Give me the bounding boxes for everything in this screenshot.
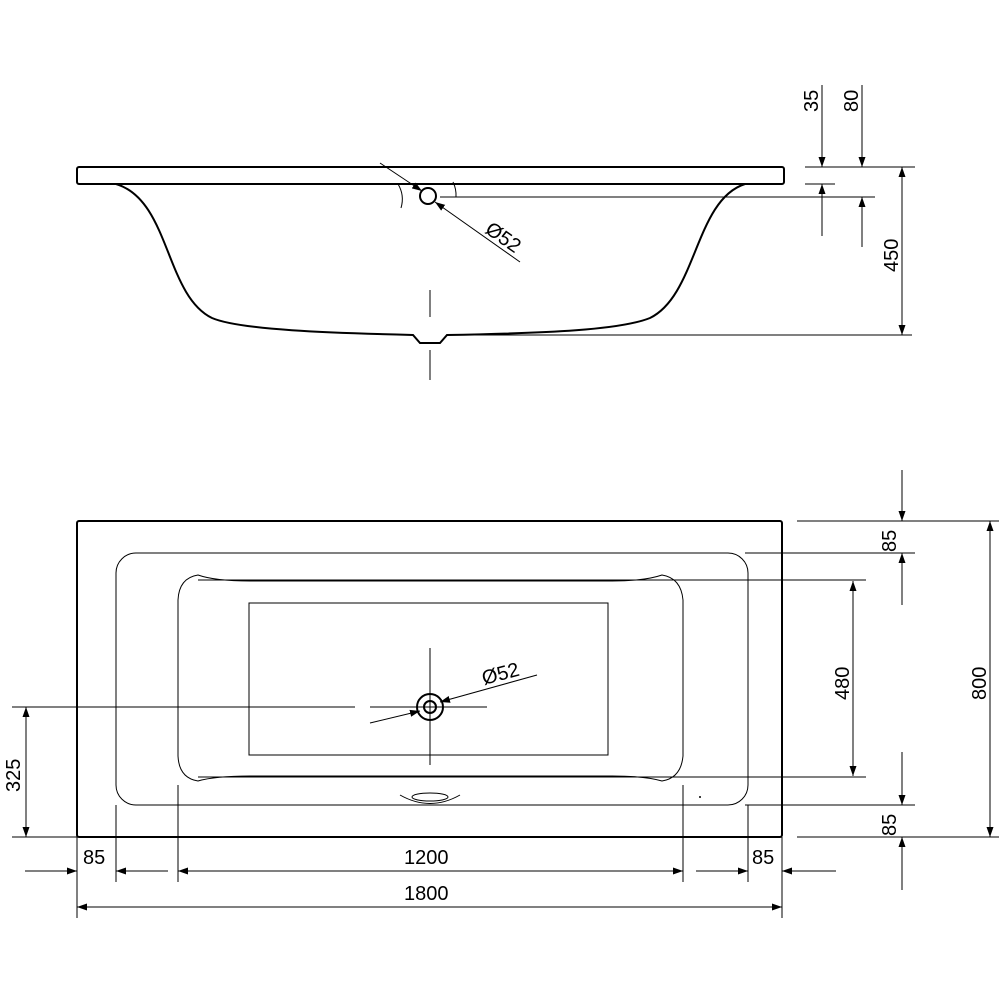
dim-80-label: 80 [841,90,863,112]
tub-outer-outline [76,520,783,838]
dimension-450: 450 [447,167,912,336]
dimension-1200: 1200 [178,847,683,875]
dimension-325: 325 [3,706,355,838]
dim-800-label: 800 [969,667,991,700]
dim-85-bottom-label: 85 [879,814,901,836]
overflow-opening [399,792,461,804]
top-view: Ø52 85 480 85 [3,470,999,918]
dim-85-left-label: 85 [83,847,105,869]
side-drain-diameter-label: Ø52 [481,218,525,258]
small-dot [699,796,701,798]
dimension-85-top: 85 [745,470,999,605]
dimension-35: 35 [801,85,915,236]
dimension-85-right: 85 [696,847,836,875]
dim-85-top-label: 85 [879,530,901,552]
top-drain-diameter-label: Ø52 [480,659,522,690]
dim-1800-label: 1800 [404,883,449,905]
dim-85-right-label: 85 [752,847,774,869]
dimension-800: 800 [969,521,994,837]
tub-basin-outline [177,574,684,782]
dimension-480: 480 [198,579,866,778]
tub-body-profile [115,183,746,344]
drain-hole: Ø52 [369,648,538,765]
dim-1200-label: 1200 [404,847,449,869]
tub-rim [76,166,785,185]
side-view: Ø52 35 80 450 [76,85,915,380]
dim-450-label: 450 [881,239,903,272]
tub-inner-rim [115,552,749,806]
dimension-1800: 1800 [77,883,782,911]
dim-35-label: 35 [801,90,823,112]
overflow-hole: Ø52 [379,162,525,263]
dim-325-label: 325 [3,759,25,792]
tub-bottom-flat [248,602,609,756]
dimension-85-bottom: 85 [745,752,999,890]
dimension-80: 80 [440,85,875,247]
dim-480-label: 480 [832,667,854,700]
dimension-85-left: 85 [25,847,168,875]
